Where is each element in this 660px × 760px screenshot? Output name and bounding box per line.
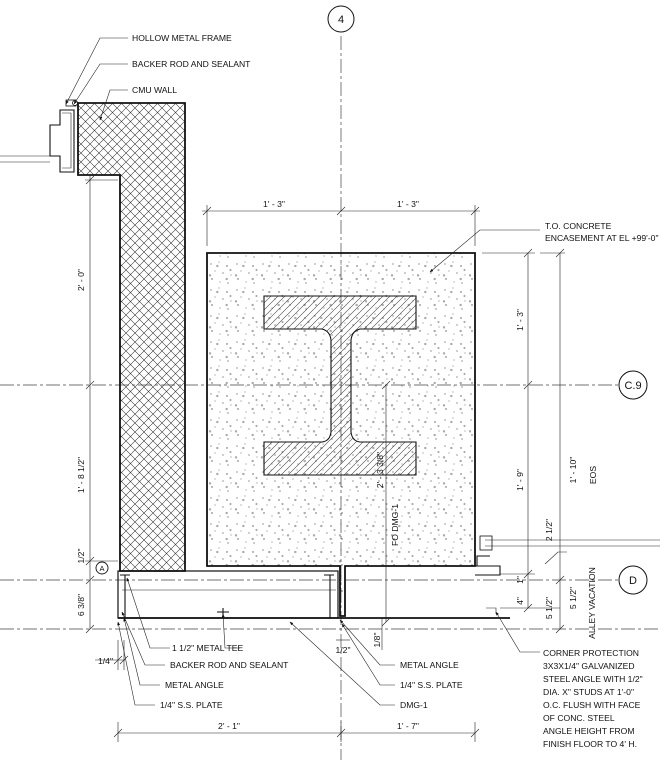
label-to-concrete-2: ENCASEMENT AT EL +99'-0" <box>545 233 659 243</box>
label-metal-tee: 1 1/2" METAL TEE <box>172 643 243 653</box>
grid-bubble-d-label: D <box>629 575 637 587</box>
dim-bottom-right: 1' - 7" <box>397 721 419 731</box>
corner-protection-line-8: FINISH FLOOR TO 4' H. <box>543 739 637 749</box>
dim-alley-vacation: ALLEY VACATION <box>587 567 597 639</box>
corner-protection-line-5: O.C. FLUSH WITH FACE <box>543 700 641 710</box>
dim-two-half: 2 1/2" <box>544 519 554 541</box>
dim-bottom-left: 2' - 1" <box>218 721 240 731</box>
section-marker-a: A <box>95 561 109 575</box>
corner-protection-line-6: OF CONC. STEEL <box>543 713 615 723</box>
trench-assembly <box>117 535 660 619</box>
dim-eos: EOS <box>588 466 598 484</box>
label-metal-angle-right: METAL ANGLE <box>400 660 459 670</box>
label-ss-plate-left: 1/4" S.S. PLATE <box>160 700 223 710</box>
dim-five-half: 5 1/2" <box>544 597 554 619</box>
label-to-concrete-1: T.O. CONCRETE <box>545 221 612 231</box>
grid-bubble-c9-label: C.9 <box>624 380 641 392</box>
label-dmg1: DMG-1 <box>400 700 428 710</box>
dim-center-vertical: 2' - 3 3/8" <box>375 452 385 488</box>
dim-right-outer: 1' - 10" <box>568 457 578 484</box>
steel-i-beam <box>263 295 417 476</box>
label-backer-rod-top: BACKER ROD AND SEALANT <box>132 59 251 69</box>
corner-protection-line-2: 3X3X1/4" GALVANIZED <box>543 661 635 671</box>
corner-angle <box>475 565 501 576</box>
label-metal-angle-left: METAL ANGLE <box>165 680 224 690</box>
cmu-wall <box>77 102 186 572</box>
dim-top-left: 1' - 3" <box>263 199 285 209</box>
dim-half-inch-bottom: 1/2" <box>336 645 351 655</box>
dim-one-in: 1" <box>515 576 525 584</box>
leader-lines <box>65 37 540 706</box>
grid-bubble-c9: C.9 <box>618 370 648 400</box>
dim-half-inch-left: 1/2" <box>76 549 86 564</box>
hollow-metal-frame <box>0 99 78 173</box>
dim-right-lower: 1' - 9" <box>515 469 525 491</box>
dimension-lines <box>85 175 567 742</box>
dim-six-three-eighths: 6 3/8" <box>76 594 86 616</box>
section-marker-label: A <box>99 564 104 573</box>
corner-protection-line-4: DIA. X" STUDS AT 1'-0" <box>543 687 634 697</box>
grid-bubble-4: 4 <box>327 5 355 33</box>
corner-protection-line-7: ANGLE HEIGHT FROM <box>543 726 635 736</box>
label-cmu-wall: CMU WALL <box>132 85 177 95</box>
dimension-labels: 1' - 3" 1' - 3" 2' - 0" 1' - 8 1/2" 1/2"… <box>76 199 598 731</box>
dim-wall-upper: 2' - 0" <box>76 269 86 291</box>
dim-four-in: 4" <box>515 597 525 605</box>
dim-wall-lower: 1' - 8 1/2" <box>76 457 86 493</box>
grid-bubble-4-label: 4 <box>338 14 344 26</box>
corner-protection-line-3: STEEL ANGLE WITH 1/2" <box>543 674 643 684</box>
dim-quarter-left: 1/4" <box>98 656 113 666</box>
leader-labels: HOLLOW METAL FRAME BACKER ROD AND SEALAN… <box>132 33 659 749</box>
dim-one-eighth: 1/8" <box>372 633 382 648</box>
corner-protection-line-1: CORNER PROTECTION <box>543 648 639 658</box>
dim-right-upper: 1' - 3" <box>515 309 525 331</box>
label-corner-protection: CORNER PROTECTION 3X3X1/4" GALVANIZED ST… <box>543 648 643 749</box>
label-hollow-metal-frame: HOLLOW METAL FRAME <box>132 33 232 43</box>
dim-five-half-b: 5 1/2" <box>568 587 578 609</box>
grid-bubble-d: D <box>618 565 648 595</box>
label-backer-rod-bottom: BACKER ROD AND SEALANT <box>170 660 289 670</box>
dim-top-right: 1' - 3" <box>397 199 419 209</box>
label-ss-plate-right: 1/4" S.S. PLATE <box>400 680 463 690</box>
dim-fo-dmg1: FO DMG-1 <box>390 504 400 546</box>
